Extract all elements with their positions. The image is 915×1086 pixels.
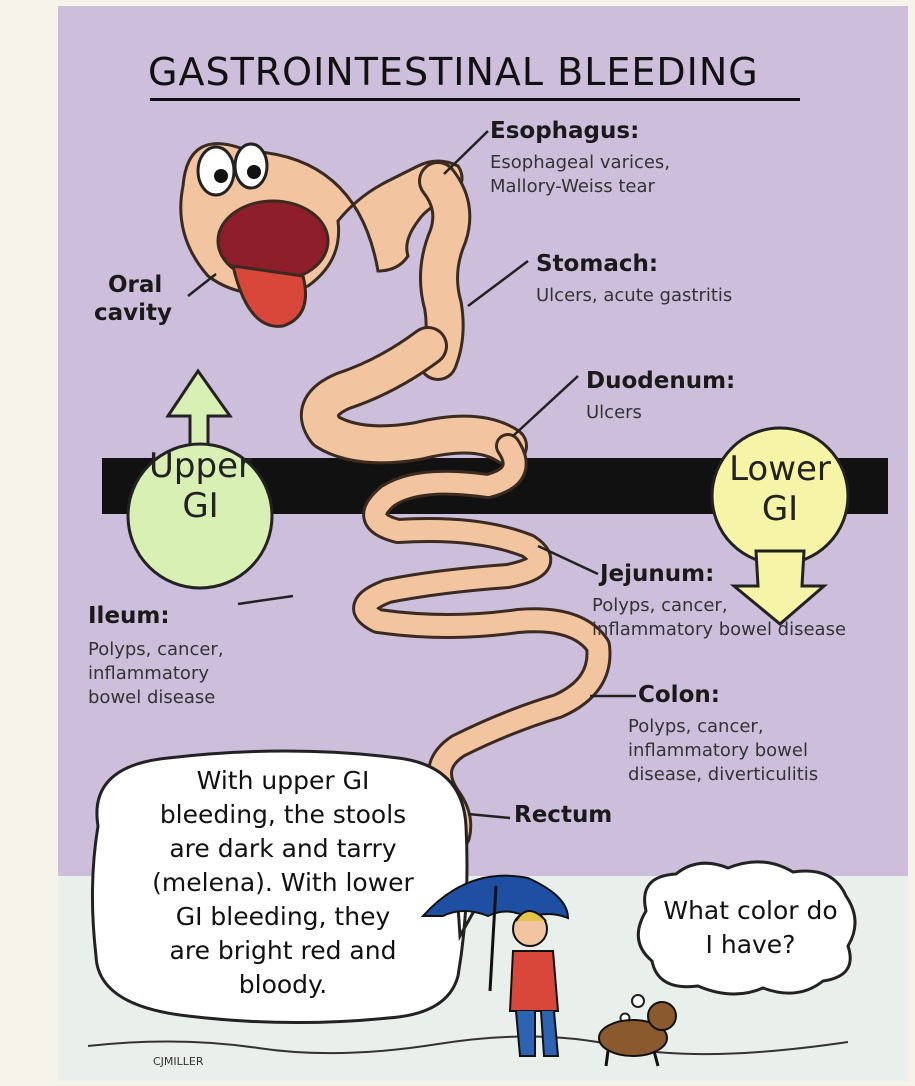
speech-bubble-line-3: are dark and tarry bbox=[102, 832, 464, 866]
speech-bubble-line-4: (melena). With lower bbox=[102, 866, 464, 900]
lower-gi-label-1: Lower bbox=[710, 449, 850, 489]
speech-bubble-line-2: bleeding, the stools bbox=[102, 798, 464, 832]
colon-detail-3: disease, diverticulitis bbox=[628, 764, 818, 786]
jejunum-detail-1: Polyps, cancer, bbox=[592, 595, 728, 617]
upper-gi-label-2: GI bbox=[128, 486, 273, 526]
ileum-detail-3: bowel disease bbox=[88, 687, 215, 709]
esophagus-detail-2: Mallory-Weiss tear bbox=[490, 176, 655, 198]
colon-detail-1: Polyps, cancer, bbox=[628, 716, 764, 738]
ileum-label: Ileum: bbox=[88, 603, 170, 629]
ileum-detail-1: Polyps, cancer, bbox=[88, 639, 224, 661]
thought-bubble-line-2: I have? bbox=[643, 928, 858, 962]
rectum-label: Rectum bbox=[514, 802, 612, 828]
page-title: GASTROINTESTINAL BLEEDING bbox=[148, 50, 759, 94]
speech-bubble-line-1: With upper GI bbox=[102, 764, 464, 798]
speech-bubble-line-7: bloody. bbox=[102, 968, 464, 1002]
stomach-label: Stomach: bbox=[536, 251, 658, 277]
colon-detail-2: inflammatory bowel bbox=[628, 740, 808, 762]
speech-bubble-line-6: are bright red and bbox=[102, 934, 464, 968]
mouth-head bbox=[181, 144, 462, 327]
oral-cavity-label-1: Oral bbox=[108, 271, 162, 299]
thought-bubble-line-1: What color do bbox=[643, 894, 858, 928]
esophagus-detail-1: Esophageal varices, bbox=[490, 152, 670, 174]
upper-gi-label-1: Upper bbox=[128, 446, 273, 486]
ileum-detail-2: inflammatory bbox=[88, 663, 209, 685]
artist-signature: CJMILLER bbox=[153, 1055, 204, 1068]
oral-cavity-label-2: cavity bbox=[94, 299, 172, 327]
diagram-page: GASTROINTESTINAL BLEEDING Esophagus: Eso… bbox=[58, 6, 908, 1081]
speech-bubble-line-5: GI bleeding, they bbox=[102, 900, 464, 934]
duodenum-label: Duodenum: bbox=[586, 368, 735, 394]
title-underline bbox=[150, 98, 800, 101]
lower-gi-label-2: GI bbox=[710, 489, 850, 529]
duodenum-detail: Ulcers bbox=[586, 402, 642, 424]
jejunum-detail-2: inflammatory bowel disease bbox=[592, 619, 846, 641]
esophagus-label: Esophagus: bbox=[490, 118, 639, 144]
jejunum-label: Jejunum: bbox=[600, 561, 714, 587]
colon-label: Colon: bbox=[638, 682, 720, 708]
stomach-detail: Ulcers, acute gastritis bbox=[536, 285, 732, 307]
